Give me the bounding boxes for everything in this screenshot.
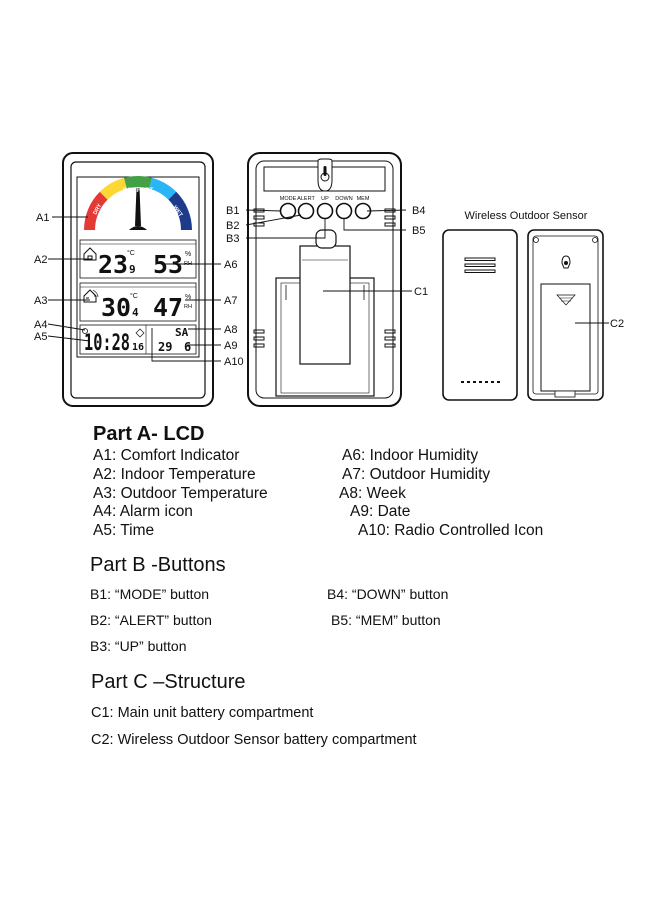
label-a5: A5 bbox=[34, 331, 47, 343]
part-a-item-a4: A4: Alarm icon bbox=[93, 503, 193, 520]
part-b-title: Part B -Buttons bbox=[90, 554, 226, 576]
back-unit: MODE ALERT UP DOWN MEM bbox=[247, 152, 402, 407]
arrow-down-icon bbox=[556, 294, 576, 306]
comfort-pointer-icon bbox=[135, 188, 141, 226]
up-button-label: UP bbox=[321, 196, 329, 202]
sensor-title: Wireless Outdoor Sensor bbox=[465, 210, 588, 222]
part-c-item-c1: C1: Main unit battery compartment bbox=[91, 705, 314, 721]
sensor-front bbox=[442, 229, 518, 401]
part-a-item-a9: A9: Date bbox=[350, 503, 411, 520]
up-button[interactable]: UP bbox=[316, 196, 334, 220]
indoor-temp-value: 23 bbox=[98, 250, 128, 279]
main-battery-compartment[interactable] bbox=[275, 229, 375, 397]
wireless-sensor: Wireless Outdoor Sensor bbox=[442, 210, 604, 401]
part-b-item-b4: B4: “DOWN” button bbox=[327, 586, 449, 602]
label-a4: A4 bbox=[34, 319, 47, 331]
time-value: 10:28 bbox=[84, 331, 130, 356]
front-unit: COMFORT DRY WET 23 °C 9 53 % RH 30 °C 4 … bbox=[62, 152, 214, 407]
outdoor-hum-value: 47 bbox=[153, 293, 183, 322]
outdoor-hum-rh: RH bbox=[184, 304, 192, 310]
part-a-item-a6: A6: Indoor Humidity bbox=[342, 447, 479, 464]
outdoor-temp-decimal: 4 bbox=[132, 306, 139, 319]
outdoor-hum-percent: % bbox=[185, 294, 191, 301]
comfort-label: COMFORT bbox=[123, 188, 154, 194]
part-c-item-c2: C2: Wireless Outdoor Sensor battery comp… bbox=[91, 732, 417, 748]
down-button-label: DOWN bbox=[335, 196, 352, 202]
label-a8: A8 bbox=[224, 324, 237, 336]
week-value: SA bbox=[175, 326, 189, 339]
label-a3: A3 bbox=[34, 295, 47, 307]
part-a-item-a3: A3: Outdoor Temperature bbox=[93, 485, 268, 502]
device-diagram: COMFORT DRY WET 23 °C 9 53 % RH 30 °C 4 … bbox=[34, 152, 624, 407]
part-a-item-a5: A5: Time bbox=[93, 522, 155, 539]
part-a-title: Part A- LCD bbox=[93, 423, 205, 445]
label-b2: B2 bbox=[226, 220, 239, 232]
label-a9: A9 bbox=[224, 340, 237, 352]
alert-button-label: ALERT bbox=[297, 196, 315, 202]
alert-button[interactable]: ALERT bbox=[297, 196, 315, 220]
part-a-item-a10: A10: Radio Controlled Icon bbox=[358, 522, 544, 539]
label-c2: C2 bbox=[610, 318, 624, 330]
label-b3: B3 bbox=[226, 233, 239, 245]
part-b-item-b1: B1: “MODE” button bbox=[90, 586, 210, 602]
date-month-value: 6 bbox=[184, 340, 191, 354]
down-button[interactable]: DOWN bbox=[335, 196, 353, 220]
indoor-hum-value: 53 bbox=[153, 250, 183, 279]
part-b-item-b2: B2: “ALERT” button bbox=[90, 612, 212, 628]
label-a2: A2 bbox=[34, 254, 47, 266]
mem-button-label: MEM bbox=[357, 196, 370, 202]
label-c1: C1 bbox=[414, 286, 428, 298]
indoor-temp-decimal: 9 bbox=[129, 263, 136, 276]
label-b4: B4 bbox=[412, 205, 425, 217]
sensor-battery-compartment[interactable] bbox=[540, 283, 591, 398]
outdoor-temp-unit: °C bbox=[130, 292, 138, 300]
dry-label: DRY bbox=[92, 203, 103, 216]
part-a-item-a8: A8: Week bbox=[339, 485, 406, 502]
mode-button-label: MODE bbox=[280, 196, 297, 202]
label-b1: B1 bbox=[226, 205, 239, 217]
seconds-value: 16 bbox=[132, 342, 144, 353]
outdoor-row: 30 °C 4 47 % RH bbox=[79, 282, 197, 322]
part-a-item-a7: A7: Outdoor Humidity bbox=[342, 466, 491, 483]
signal-icon bbox=[91, 289, 99, 298]
outdoor-temp-value: 30 bbox=[101, 293, 131, 322]
label-a7: A7 bbox=[224, 295, 237, 307]
radio-controlled-icon bbox=[135, 328, 145, 338]
comfort-indicator: COMFORT DRY WET bbox=[83, 176, 193, 230]
mem-button[interactable]: MEM bbox=[354, 196, 372, 220]
clock-row: 10:28 16 SA 29 6 bbox=[79, 324, 197, 356]
mode-button[interactable]: MODE bbox=[279, 196, 297, 220]
date-day-value: 29 bbox=[158, 340, 172, 354]
part-a-item-a1: A1: Comfort Indicator bbox=[93, 447, 240, 464]
outdoor-home-icon bbox=[83, 289, 97, 303]
indoor-hum-percent: % bbox=[185, 251, 191, 258]
part-a-item-a2: A2: Indoor Temperature bbox=[93, 466, 256, 483]
alarm-icon bbox=[82, 328, 88, 334]
label-a1: A1 bbox=[36, 212, 49, 224]
label-a6: A6 bbox=[224, 259, 237, 271]
back-buttons: MODE ALERT UP DOWN MEM bbox=[279, 196, 372, 220]
part-c-title: Part C –Structure bbox=[91, 671, 246, 693]
label-a10: A10 bbox=[224, 356, 244, 368]
label-b5: B5 bbox=[412, 225, 425, 237]
callout-lines bbox=[47, 209, 609, 362]
part-b-item-b3: B3: “UP” button bbox=[90, 638, 187, 654]
part-b-item-b5: B5: “MEM” button bbox=[331, 612, 441, 628]
indoor-temp-unit: °C bbox=[127, 249, 135, 257]
